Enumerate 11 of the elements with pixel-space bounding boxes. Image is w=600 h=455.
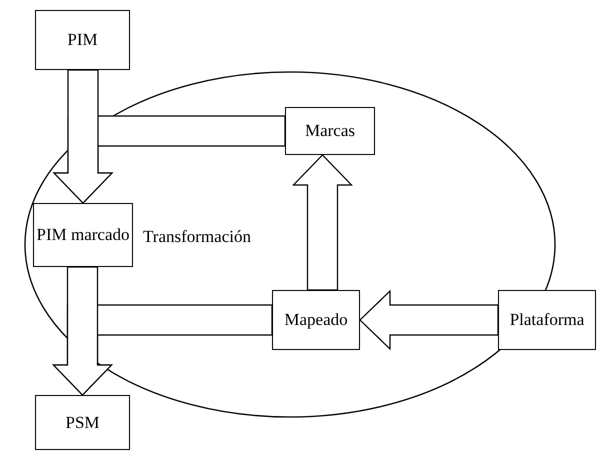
process-box: Marcas	[285, 107, 375, 155]
process-box: PSM	[35, 395, 130, 450]
process-box: Mapeado	[272, 290, 360, 350]
region-label: Transformación	[143, 227, 251, 247]
process-box: PIM marcado	[33, 203, 133, 267]
block-arrow	[52, 69, 114, 204]
process-box: PIM	[35, 10, 130, 70]
block-arrow	[359, 290, 499, 350]
process-box: Plataforma	[498, 290, 596, 350]
block-arrow	[292, 154, 353, 291]
block-arrow	[52, 266, 113, 396]
